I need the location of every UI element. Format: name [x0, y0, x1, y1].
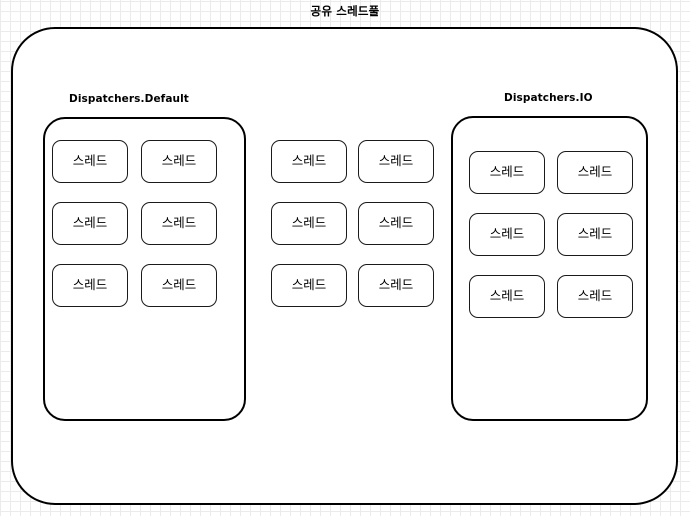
thread-box[interactable]: 스레드 — [557, 151, 633, 194]
thread-box[interactable]: 스레드 — [271, 140, 347, 183]
thread-label: 스레드 — [577, 164, 613, 180]
thread-label: 스레드 — [378, 153, 414, 169]
thread-label: 스레드 — [577, 226, 613, 242]
thread-label: 스레드 — [291, 215, 327, 231]
thread-label: 스레드 — [378, 215, 414, 231]
thread-box[interactable]: 스레드 — [469, 213, 545, 256]
thread-box[interactable]: 스레드 — [358, 264, 434, 307]
thread-box[interactable]: 스레드 — [141, 264, 217, 307]
thread-box[interactable]: 스레드 — [52, 140, 128, 183]
thread-box[interactable]: 스레드 — [358, 202, 434, 245]
thread-label: 스레드 — [72, 277, 108, 293]
thread-box[interactable]: 스레드 — [52, 202, 128, 245]
thread-label: 스레드 — [161, 277, 197, 293]
thread-box[interactable]: 스레드 — [358, 140, 434, 183]
thread-label: 스레드 — [378, 277, 414, 293]
thread-box[interactable]: 스레드 — [141, 140, 217, 183]
thread-label: 스레드 — [489, 226, 525, 242]
thread-box[interactable]: 스레드 — [557, 213, 633, 256]
thread-label: 스레드 — [161, 215, 197, 231]
thread-box[interactable]: 스레드 — [52, 264, 128, 307]
thread-label: 스레드 — [489, 164, 525, 180]
thread-box[interactable]: 스레드 — [469, 275, 545, 318]
thread-box[interactable]: 스레드 — [141, 202, 217, 245]
group-label-dispatchers-io: Dispatchers.IO — [504, 92, 593, 104]
group-label-dispatchers-default: Dispatchers.Default — [69, 93, 189, 105]
thread-label: 스레드 — [489, 288, 525, 304]
thread-label: 스레드 — [577, 288, 613, 304]
thread-label: 스레드 — [72, 215, 108, 231]
thread-label: 스레드 — [72, 153, 108, 169]
thread-box[interactable]: 스레드 — [271, 264, 347, 307]
thread-label: 스레드 — [291, 277, 327, 293]
thread-box[interactable]: 스레드 — [557, 275, 633, 318]
thread-label: 스레드 — [291, 153, 327, 169]
thread-box[interactable]: 스레드 — [271, 202, 347, 245]
thread-box[interactable]: 스레드 — [469, 151, 545, 194]
thread-label: 스레드 — [161, 153, 197, 169]
diagram-title: 공유 스레드풀 — [310, 4, 380, 18]
